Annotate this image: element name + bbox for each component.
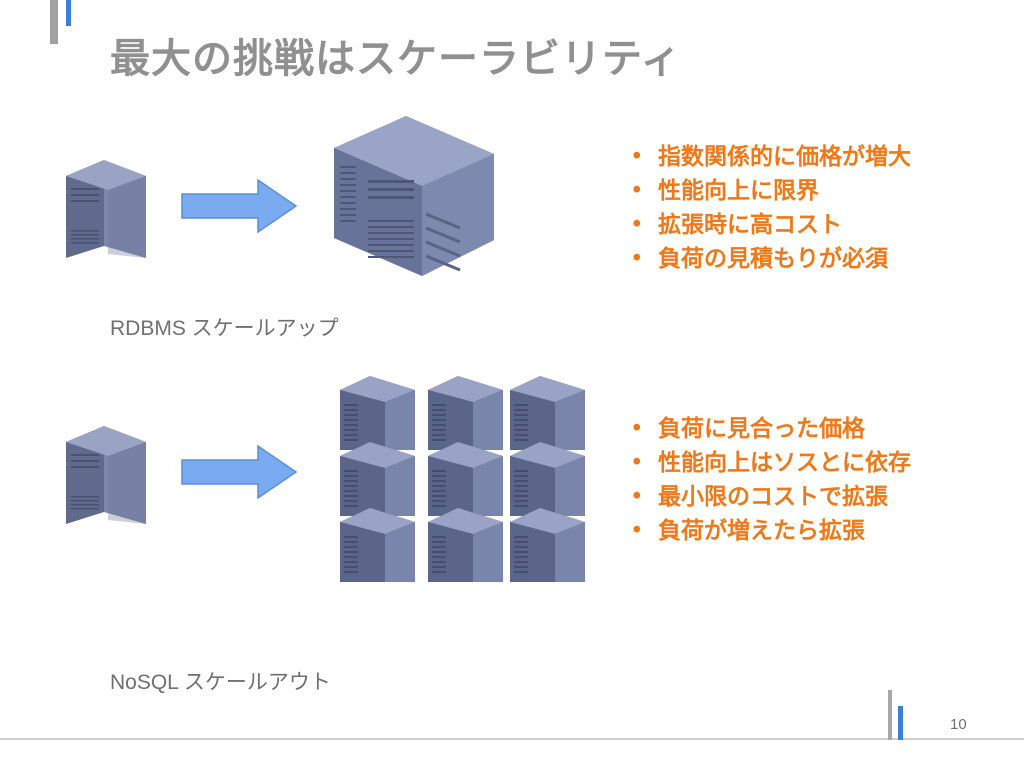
large-server-icon: [334, 110, 494, 280]
scaleup-bullet-2: 性能向上に限界: [624, 174, 911, 208]
footer-blue-bar: [898, 706, 903, 740]
cluster-server-icon: [428, 500, 503, 582]
scaleout-bullet-3: 最小限のコストで拡張: [624, 480, 911, 514]
scaleout-bullet-4: 負荷が増えたら拡張: [624, 514, 911, 548]
top-left-gray-bar: [50, 0, 58, 44]
scaleout-bullet-list: 負荷に見合った価格 性能向上はソスとに依存 最小限のコストで拡張 負荷が増えたら…: [624, 412, 911, 548]
scaleup-bullet-1: 指数関係的に価格が増大: [624, 140, 911, 174]
top-left-blue-bar: [66, 0, 71, 26]
footer-line: [0, 738, 1024, 740]
scaleup-caption: RDBMS スケールアップ: [110, 317, 339, 340]
cluster-server-icon: [340, 500, 415, 582]
scaleup-bullet-list: 指数関係的に価格が増大 性能向上に限界 拡張時に高コスト 負荷の見積もりが必須: [624, 140, 911, 276]
small-server-icon-scaleup: [66, 148, 146, 258]
arrow-right-icon-scaleup: [181, 178, 298, 234]
cluster-server-icon: [510, 500, 585, 582]
scaleup-bullet-3: 拡張時に高コスト: [624, 208, 911, 242]
footer-gray-bar: [888, 690, 892, 740]
small-server-icon-scaleout: [66, 414, 146, 524]
scaleout-bullet-2: 性能向上はソスとに依存: [624, 446, 911, 480]
arrow-right-icon-scaleout: [181, 444, 298, 500]
slide-title: 最大の挑戦はスケーラビリティ: [110, 36, 682, 82]
scaleup-bullet-4: 負荷の見積もりが必須: [624, 242, 911, 276]
scaleout-bullet-1: 負荷に見合った価格: [624, 412, 911, 446]
scaleout-caption: NoSQL スケールアウト: [110, 671, 331, 694]
page-number: 10: [950, 716, 967, 733]
